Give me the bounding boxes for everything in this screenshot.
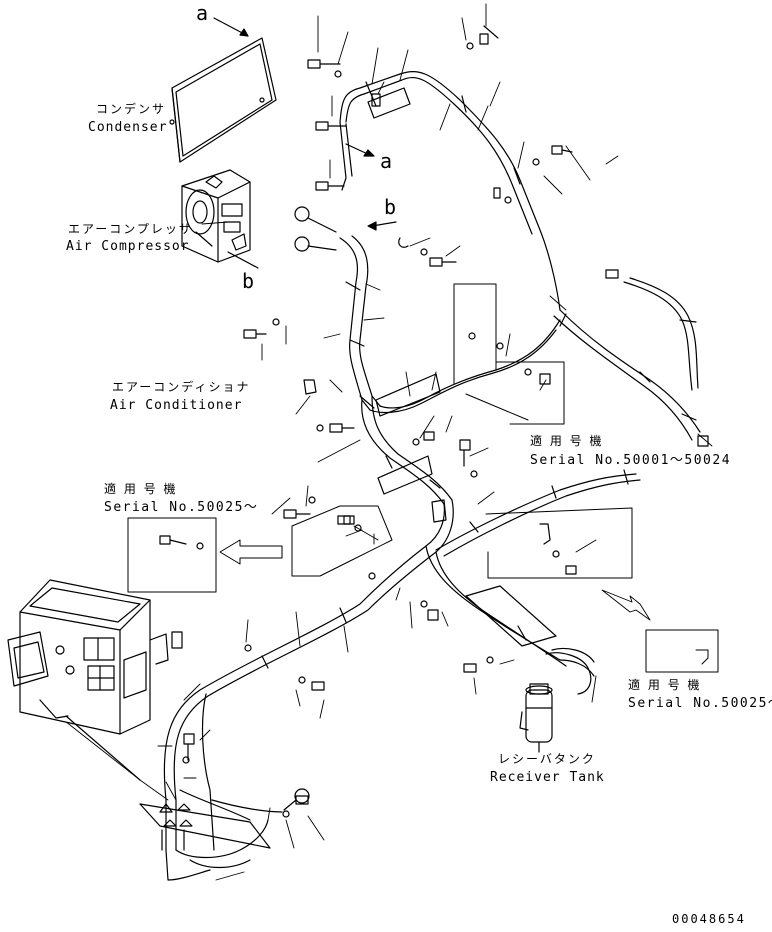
reference-letter-a-mid: a [380, 149, 393, 173]
compressor-label-en: Air Compressor [66, 239, 190, 254]
condenser-label-jp: コンデンサ [96, 102, 167, 116]
brackets [139, 87, 557, 849]
condenser-part [169, 37, 277, 163]
bolts-and-washers [182, 25, 577, 818]
serial-range-1: Serial No.50001～50024 [530, 453, 732, 468]
reference-letter-b-bottom: b [242, 269, 255, 293]
aircon-label-jp: エアーコンディショナ [112, 380, 251, 394]
arrow-a-mid [345, 143, 375, 157]
condenser-label-en: Condenser [88, 120, 168, 135]
serial-range-2: Serial No.50025～ [104, 500, 259, 515]
aircon-label-en: Air Conditioner [110, 398, 243, 413]
compressor-label-jp: エアーコンプレッサ [68, 222, 193, 236]
reference-letter-a-top: a [196, 1, 209, 25]
callout-leaders [55, 3, 713, 881]
serial-heading-2: 適 用 号 機 [104, 482, 178, 496]
arrow-b-top [367, 221, 397, 231]
reference-letter-b-top: b [384, 195, 397, 219]
hose-fittings [159, 93, 709, 851]
serial-range-3: Serial No.50025～ [628, 696, 772, 711]
serial-heading-3: 適 用 号 機 [628, 678, 702, 692]
receiver-tank-label-en: Receiver Tank [490, 770, 605, 785]
upper-hoses [339, 71, 701, 505]
lower-hoses [163, 473, 641, 881]
serial-heading-1: 適 用 号 機 [530, 434, 604, 448]
receiver-tank-part [519, 647, 595, 753]
drawing-number: 00048654 [672, 912, 746, 926]
receiver-tank-label-jp: レシーバタンク [498, 752, 596, 766]
detail-box-parts [159, 515, 355, 550]
hose-clamps [261, 81, 697, 669]
detail-boxes [127, 283, 719, 673]
air-conditioner-unit [7, 579, 183, 781]
arrow-a-top [213, 17, 249, 37]
air-compressor-part [181, 169, 259, 269]
